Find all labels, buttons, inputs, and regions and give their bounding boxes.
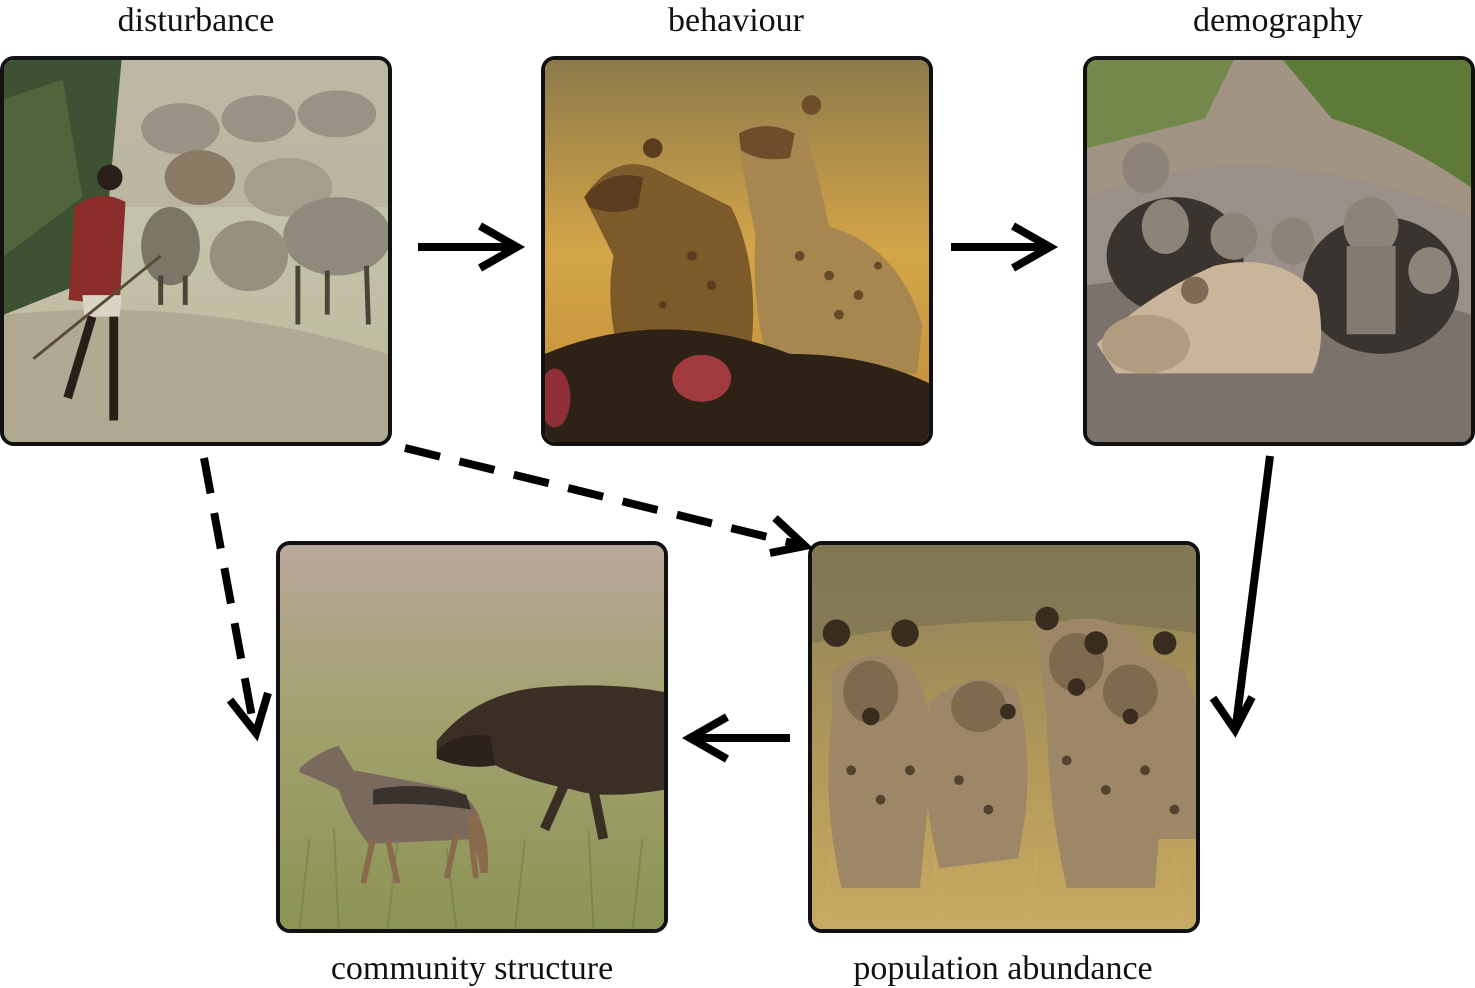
label-disturbance: disturbance	[117, 2, 275, 39]
photo-community-structure	[276, 541, 668, 933]
arrow-population-abundance-to-community-structure	[681, 713, 790, 763]
arrow-disturbance-to-population-abundance	[404, 444, 814, 557]
label-demography: demography	[1193, 2, 1363, 39]
arrow-behaviour-to-demography	[951, 222, 1059, 272]
photo-population-abundance	[808, 541, 1200, 933]
label-community-structure: community structure	[330, 950, 614, 987]
arrow-disturbance-to-behaviour	[418, 222, 526, 272]
label-population-abundance: population abundance	[853, 950, 1153, 987]
label-behaviour: behaviour	[668, 2, 804, 39]
photo-demography	[1083, 56, 1475, 446]
photo-behaviour	[541, 56, 933, 446]
arrow-disturbance-to-community-structure	[200, 457, 272, 742]
arrow-demography-to-population-abundance	[1209, 455, 1274, 738]
photo-disturbance	[0, 56, 392, 446]
